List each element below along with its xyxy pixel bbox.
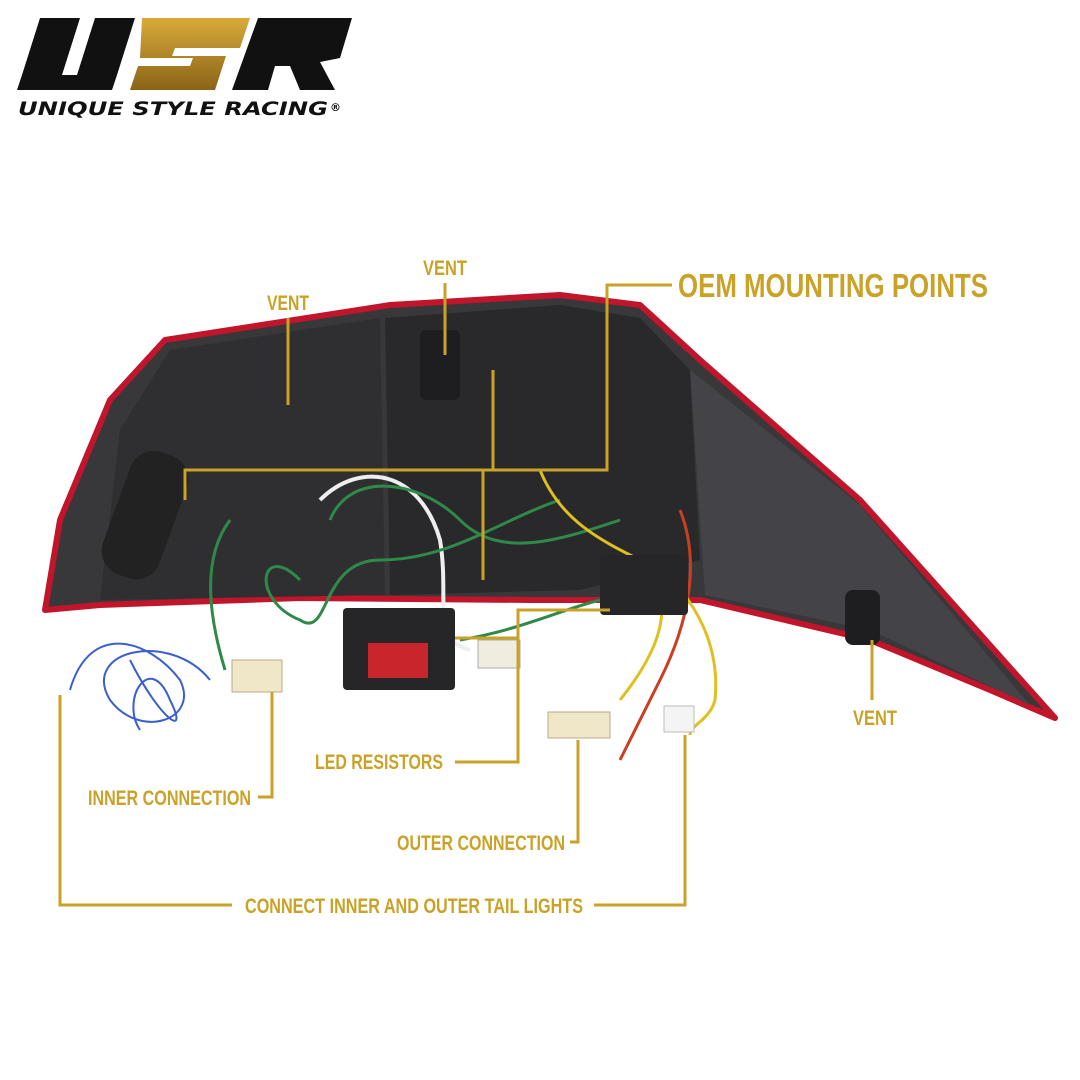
bullet-connector	[663, 705, 695, 733]
outer-connector-plug	[547, 711, 611, 739]
inner-connector-plug	[231, 659, 283, 693]
label-vent-left: VENT	[267, 292, 309, 315]
led-resistor-box-left	[343, 608, 455, 690]
label-led-resistors: LED RESISTORS	[315, 751, 443, 774]
label-oem-mounting-points: OEM MOUNTING POINTS	[678, 267, 988, 304]
label-connect-inner-outer: CONNECT INNER AND OUTER TAIL LIGHTS	[245, 895, 583, 918]
logo-wordmark: UNIQUE STYLE RACING	[18, 98, 328, 120]
callout-lines	[58, 283, 874, 907]
label-outer-connection: OUTER CONNECTION	[397, 832, 565, 855]
usr-logo: UNIQUE STYLE RACING ®	[17, 18, 352, 120]
label-vent-right: VENT	[853, 707, 897, 730]
registered-mark: ®	[330, 101, 341, 114]
link-connector-plug	[477, 639, 521, 669]
label-inner-connection: INNER CONNECTION	[88, 787, 251, 810]
label-vent-top: VENT	[423, 257, 467, 280]
led-resistor-box-right	[600, 555, 688, 615]
tail-light-housing	[42, 292, 1058, 721]
